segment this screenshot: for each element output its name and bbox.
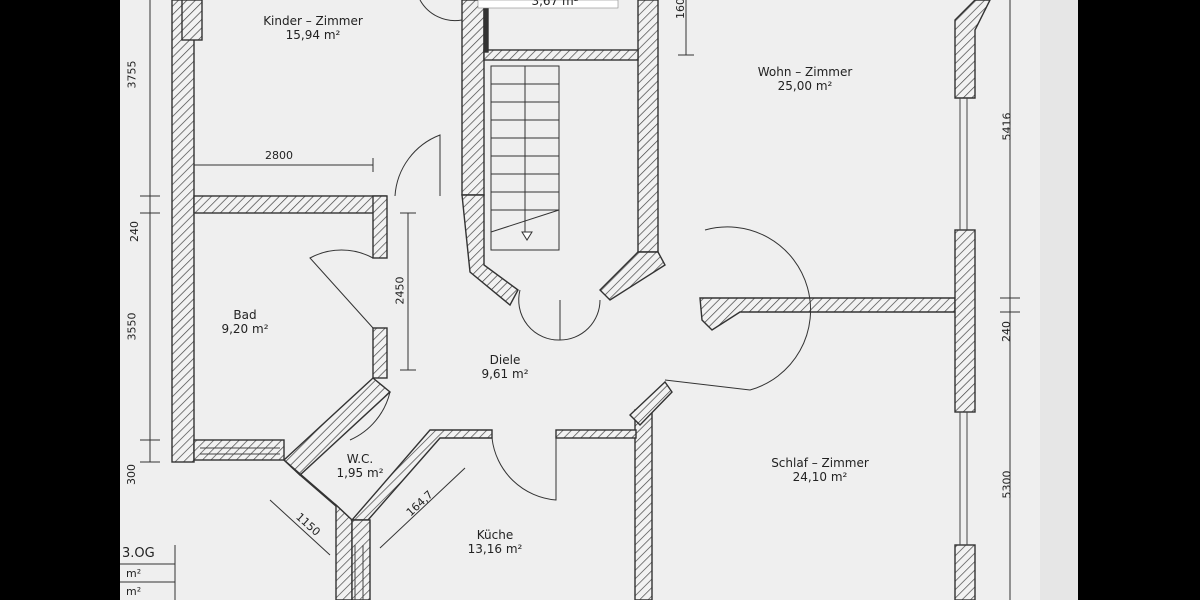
wall-right-top [954, 0, 991, 99]
room-bad-area: 9,20 m² [221, 322, 269, 336]
wall-stair-right [637, 0, 659, 253]
room-wc: W.C. 1,95 m² [330, 452, 390, 480]
dim-left-3550: 3550 [125, 312, 139, 341]
room-diele: Diele 9,61 m² [470, 353, 540, 381]
wall-right-mid [954, 229, 976, 413]
wall-right-bottom [954, 544, 976, 600]
wall-stair-left-diag [461, 194, 519, 307]
room-wohn: Wohn – Zimmer 25,00 m² [740, 65, 870, 93]
legend-heading: 3.OG [122, 546, 155, 561]
room-kinder: Kinder – Zimmer 15,94 m² [258, 14, 368, 42]
room-wc-area: 1,95 m² [336, 466, 384, 480]
wall-kueche-left [351, 519, 371, 600]
room-schlaf: Schlaf – Zimmer 24,10 m² [750, 456, 890, 484]
dim-bad-2450: 2450 [393, 276, 407, 305]
dim-right-5300: 5300 [1000, 470, 1014, 499]
dim-right-5416: 5416 [1000, 112, 1014, 141]
room-kueche-area: 13,16 m² [467, 542, 523, 556]
dimension-lines [140, 0, 1020, 600]
room-schlaf-name: Schlaf – Zimmer [771, 456, 869, 470]
dim-top-160: 160 [674, 0, 687, 19]
room-schlaf-area: 24,10 m² [792, 470, 848, 484]
dim-kinder-2800: 2800 [265, 149, 293, 162]
room-bad-name: Bad [233, 308, 257, 322]
legend-row1: m² [126, 567, 142, 580]
room-diele-name: Diele [489, 353, 521, 367]
wall-wc-down [335, 503, 353, 600]
wall-bad-right-bottom [372, 327, 388, 379]
wall-diele-schlaf-diag [628, 380, 673, 426]
room-wohn-area: 25,00 m² [777, 79, 833, 93]
dim-right-240: 240 [1000, 321, 1013, 342]
walls [171, 0, 991, 600]
wall-bad-right-top [372, 195, 388, 259]
wall-bad-bottom [193, 439, 285, 461]
wall-left-outer [171, 0, 195, 463]
windows-right [200, 98, 968, 600]
door-swings [309, 0, 812, 501]
room-kueche-name: Küche [476, 528, 514, 542]
wall-stair-left [461, 0, 485, 196]
staircase [490, 65, 560, 251]
room-diele-area: 9,61 m² [481, 367, 529, 381]
room-kinder-name: Kinder – Zimmer [263, 14, 363, 28]
dim-left-300: 300 [125, 464, 138, 485]
room-top-area: 3,67 m² [531, 0, 579, 8]
room-wc-name: W.C. [346, 452, 374, 466]
room-bad: Bad 9,20 m² [215, 308, 275, 336]
wall-kueche-schlaf [634, 409, 653, 600]
wall-stair-right-diag [599, 251, 666, 301]
wall-kinder-bad [193, 195, 387, 214]
dim-left-240: 240 [128, 221, 141, 242]
wall-stair-top [483, 49, 639, 61]
room-kueche: Küche 13,16 m² [455, 528, 535, 556]
legend-table [120, 545, 176, 600]
room-wohn-name: Wohn – Zimmer [757, 65, 853, 79]
room-top: 3,67 m² [525, 0, 585, 8]
legend-row2: m² [126, 585, 142, 598]
room-kinder-area: 15,94 m² [285, 28, 341, 42]
dim-left-3755: 3755 [125, 60, 139, 89]
